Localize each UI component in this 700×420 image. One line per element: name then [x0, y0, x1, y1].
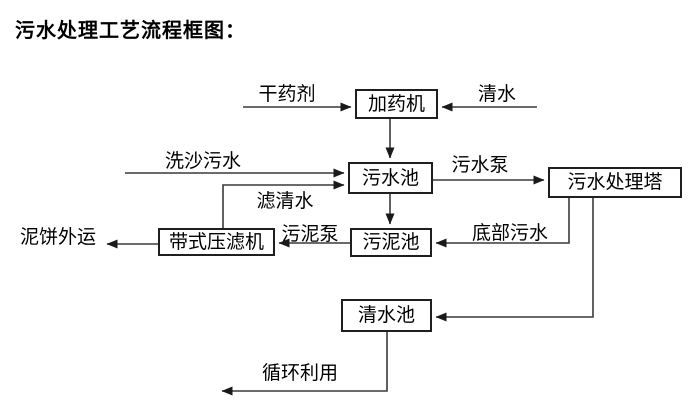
label-bottom-sewage: 底部污水: [471, 223, 549, 244]
label-sludge-pump: 污泥泵: [281, 224, 339, 245]
arrow-recycle-use-out: [221, 332, 388, 396]
node-sewage-pool: 污水池: [348, 162, 433, 194]
label-sand-washing-sewage: 洗沙污水: [164, 151, 242, 172]
label-filtered-water: 滤清水: [256, 191, 314, 212]
node-sludge-pool: 污泥池: [350, 228, 432, 257]
label-recycle-use: 循环利用: [261, 363, 339, 384]
arrow-bottom-sewage-to-sludge-pool: [435, 198, 570, 248]
node-belt-filter-press: 带式压滤机: [158, 228, 275, 256]
label-clean-water: 清水: [477, 84, 517, 105]
label-sewage-pump: 污水泵: [451, 155, 509, 176]
label-mud-cake-out: 泥饼外运: [19, 227, 97, 248]
arrow-treatment-tower-to-clean-water-pool: [435, 198, 594, 322]
node-treatment-tower: 污水处理塔: [548, 167, 682, 198]
diagram-title: 污水处理工艺流程框图：: [15, 20, 246, 42]
node-dosing-machine: 加药机: [355, 89, 438, 119]
node-clean-water-pool: 清水池: [341, 299, 432, 332]
label-dry-agent: 干药剂: [258, 84, 316, 105]
arrow-filtered-water-to-sewage-pool: [222, 180, 345, 228]
